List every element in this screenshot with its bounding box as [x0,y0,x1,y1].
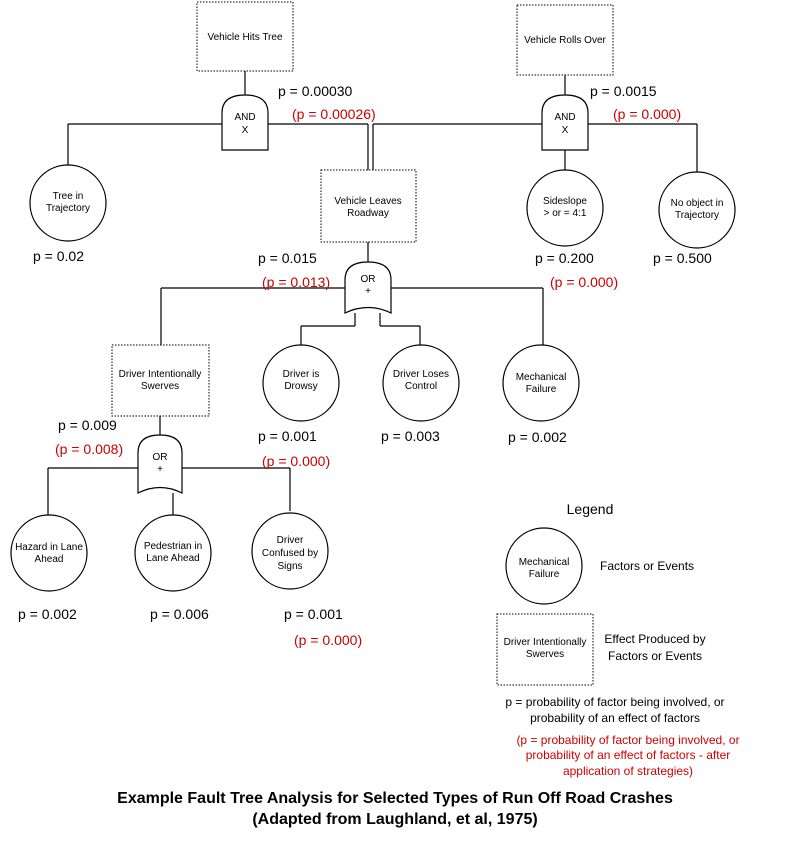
p-driver-swerves: p = 0.009 [58,417,117,433]
and-gate-left: AND X [221,94,269,151]
probability-labels: p = 0.00030 (p = 0.00026) p = 0.0015 (p … [18,83,712,648]
connector-lines [47,71,698,516]
legend-p-after-desc-3: application of strategies) [563,764,693,778]
event-circle-driver-loses-control: Driver Loses Control [382,344,460,422]
svg-text:Driver Intentionally: Driver Intentionally [504,637,587,648]
event-circle-sideslope: Sideslope > or = 4:1 [526,169,604,247]
svg-text:Trajectory: Trajectory [46,203,90,214]
svg-text:No object in: No object in [671,198,724,209]
p-hits-tree: p = 0.00030 [278,83,353,99]
svg-text:+: + [365,286,371,297]
legend-box-desc-2: Factors or Events [608,649,702,663]
p-leaves-roadway-after: (p = 0.013) [262,274,330,290]
legend-circle-example: Mechanical Failure [505,527,583,605]
legend-circle-desc: Factors or Events [600,559,694,573]
event-box-vehicle-leaves-roadway: Vehicle Leaves Roadway [320,169,417,243]
legend-p-after-desc-1: (p = probability of factor being involve… [516,733,739,747]
p-loses-control: p = 0.003 [381,428,440,444]
svg-text:Ahead: Ahead [35,554,64,565]
legend-p-desc-2: probability of an effect of factors [530,711,700,725]
p-hazard: p = 0.002 [18,606,77,622]
node-label: Vehicle Hits Tree [207,32,282,43]
svg-text:+: + [157,464,163,475]
svg-text:Failure: Failure [529,569,560,580]
svg-text:Lane Ahead: Lane Ahead [146,553,199,564]
p-sideslope-after: (p = 0.000) [550,274,618,290]
svg-text:X: X [242,125,249,136]
svg-text:Swerves: Swerves [141,381,179,392]
svg-text:Trajectory: Trajectory [675,210,719,221]
svg-text:Signs: Signs [277,561,302,572]
svg-text:Confused by: Confused by [262,548,318,559]
event-circle-hazard-in-lane: Hazard in Lane Ahead [10,514,88,592]
p-rolls-over-after: (p = 0.000) [613,106,681,122]
caption-line-1: Example Fault Tree Analysis for Selected… [117,790,673,807]
p-drowsy: p = 0.001 [258,428,317,444]
event-box-driver-swerves: Driver Intentionally Swerves [111,344,210,417]
p-pedestrian: p = 0.006 [150,606,209,622]
p-mechanical: p = 0.002 [508,429,567,445]
svg-text:Driver Loses: Driver Loses [393,369,449,380]
caption-line-2: (Adapted from Laughland, et al, 1975) [252,811,537,828]
svg-text:Pedestrian in: Pedestrian in [144,541,202,552]
svg-text:X: X [562,125,569,136]
event-circle-pedestrian: Pedestrian in Lane Ahead [134,514,212,592]
legend-p-desc-1: p = probability of factor being involved… [505,695,724,709]
svg-text:Sideslope: Sideslope [543,196,587,207]
svg-text:Drowsy: Drowsy [284,381,317,392]
event-circle-tree-in-trajectory: Tree in Trajectory [29,164,107,242]
legend-title: Legend [567,501,614,517]
p-confused-after: (p = 0.000) [294,632,362,648]
svg-text:Driver Intentionally: Driver Intentionally [119,369,202,380]
svg-text:OR: OR [361,274,376,285]
svg-text:Driver is: Driver is [283,369,320,380]
p-hits-tree-after: (p = 0.00026) [292,106,376,122]
svg-text:Driver: Driver [277,535,304,546]
legend: Legend Mechanical Failure Factors or Eve… [496,501,740,778]
and-gate-right: AND X [541,94,589,151]
p-sideslope: p = 0.200 [535,250,594,266]
event-circle-no-object: No object in Trajectory [658,171,736,249]
p-driver-swerves-after: (p = 0.008) [55,441,123,457]
svg-text:Mechanical: Mechanical [516,372,567,383]
node-label: Vehicle Rolls Over [524,35,606,46]
svg-text:Swerves: Swerves [526,649,564,660]
p-no-object: p = 0.500 [653,250,712,266]
svg-text:OR: OR [153,452,168,463]
svg-text:> or = 4:1: > or = 4:1 [544,208,587,219]
svg-text:AND: AND [234,112,255,123]
event-circle-mechanical-failure: Mechanical Failure [502,344,580,422]
legend-box-desc-1: Effect Produced by [604,632,705,646]
legend-box-example: Driver Intentionally Swerves [496,613,594,686]
svg-text:Mechanical: Mechanical [519,557,570,568]
svg-text:Tree in: Tree in [53,191,84,202]
event-box-vehicle-hits-tree: Vehicle Hits Tree [196,1,294,72]
event-circle-driver-confused: Driver Confused by Signs [251,512,329,590]
figure-caption: Example Fault Tree Analysis for Selected… [117,790,673,828]
or-gate-middle: OR + [344,261,392,314]
legend-p-after-desc-2: probability of an effect of factors - af… [526,748,731,762]
p-tree-in-trajectory: p = 0.02 [33,248,84,264]
p-rolls-over: p = 0.0015 [590,83,657,99]
svg-text:Roadway: Roadway [347,208,389,219]
event-box-vehicle-rolls-over: Vehicle Rolls Over [516,4,614,76]
svg-text:Control: Control [405,381,437,392]
svg-text:AND: AND [554,112,575,123]
event-circle-driver-drowsy: Driver is Drowsy [262,344,340,422]
p-drowsy-after: (p = 0.000) [262,453,330,469]
or-gate-lower: OR + [137,434,183,494]
p-confused: p = 0.001 [284,606,343,622]
svg-text:Failure: Failure [526,384,557,395]
svg-text:Hazard in Lane: Hazard in Lane [15,542,83,553]
p-leaves-roadway: p = 0.015 [258,250,317,266]
svg-text:Vehicle Leaves: Vehicle Leaves [334,196,401,207]
